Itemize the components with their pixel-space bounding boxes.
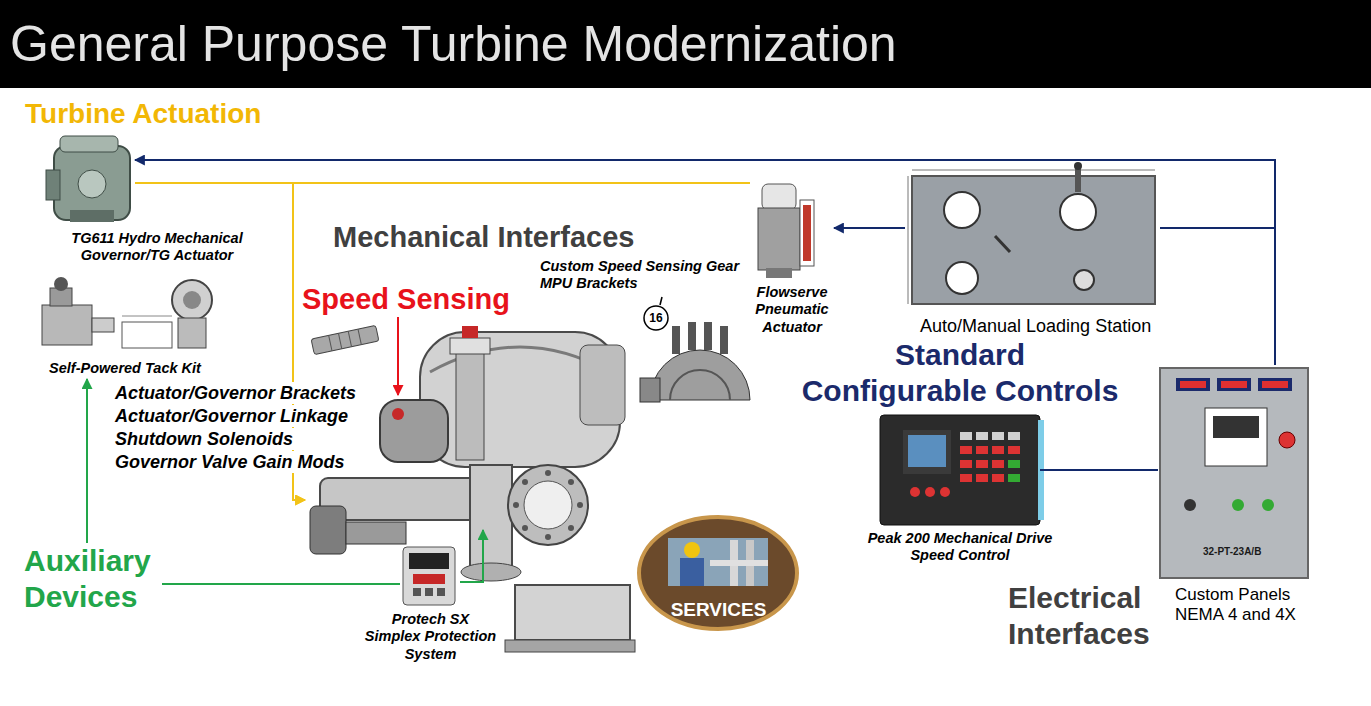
speed-gear: Custom Speed Sensing Gear MPU Brackets	[630, 295, 750, 405]
tack-kit: Self-Powered Tack Kit	[35, 275, 215, 379]
pneumatic-actuator: Flowserve Pneumatic Actuator	[750, 178, 834, 280]
node-caption: Self-Powered Tack Kit	[35, 360, 215, 377]
section-heading: Standard Configurable Controls	[801, 337, 1120, 409]
node-caption: Custom Panels NEMA 4 and 4X	[1175, 585, 1315, 626]
speed-probe	[311, 325, 379, 354]
protection-system: Protech SX Simplex Protection System	[400, 545, 460, 607]
feature-item: Actuator/Governor Linkage	[113, 405, 350, 427]
connector	[834, 227, 905, 229]
node-caption: Auto/Manual Loading Station	[920, 316, 1195, 338]
node-caption: Protech SX Simplex Protection System	[363, 611, 498, 663]
node-caption: TG611 Hydro Mechanical Governor/TG Actua…	[42, 230, 272, 265]
auxiliary-devices: Auxiliary Devices	[22, 543, 162, 617]
feature-item: Governor Valve Gain Mods	[113, 451, 346, 473]
governor-drawing	[46, 136, 130, 222]
turbine: Mechanical Interfaces	[305, 395, 620, 530]
section-heading: Turbine Actuation	[25, 97, 261, 131]
connector	[460, 530, 483, 582]
feature-item: Shutdown Solenoids	[113, 428, 295, 450]
connector	[135, 160, 1275, 365]
panel-drawing	[1160, 368, 1308, 578]
controller-drawing	[880, 415, 1044, 525]
pneumatic-drawing	[758, 184, 814, 278]
page-title: General Purpose Turbine Modernization	[10, 14, 897, 74]
node-caption: SERVICES	[637, 598, 800, 622]
node-caption: Custom Speed Sensing Gear MPU Brackets	[540, 258, 740, 293]
protech-drawing	[403, 547, 455, 605]
connector	[86, 379, 88, 543]
loading-station-drawing	[908, 162, 1155, 304]
connector	[162, 583, 400, 585]
speed-sensing: Speed Sensing	[300, 281, 525, 317]
gear-drawing	[640, 297, 750, 402]
node-caption: Mechanical Interfaces	[333, 220, 663, 254]
connector	[1040, 469, 1158, 471]
tag-number: 32-PT-23A/B	[1203, 546, 1261, 558]
section-heading: Electrical Interfaces	[1008, 580, 1158, 652]
connector	[293, 183, 750, 500]
callout-number: 16	[644, 310, 668, 326]
node-caption: Auxiliary Devices	[24, 543, 162, 615]
connector	[1160, 228, 1275, 365]
tack-kit-drawing	[42, 277, 212, 348]
turbine-drawing	[310, 326, 635, 652]
services-badge: SERVICES	[637, 515, 800, 633]
node-caption: Speed Sensing	[302, 281, 524, 317]
feature-item: Actuator/Governor Brackets	[113, 382, 358, 404]
node-caption: Peak 200 Mechanical Drive Speed Control	[860, 530, 1060, 565]
speed-control: Peak 200 Mechanical Drive Speed Control	[880, 415, 1040, 525]
governor-actuator: TG611 Hydro Mechanical Governor/TG Actua…	[45, 135, 135, 225]
connector	[397, 317, 399, 395]
node-caption: Flowserve Pneumatic Actuator	[747, 284, 837, 336]
loading-station: Auto/Manual Loading Station	[905, 165, 1160, 310]
